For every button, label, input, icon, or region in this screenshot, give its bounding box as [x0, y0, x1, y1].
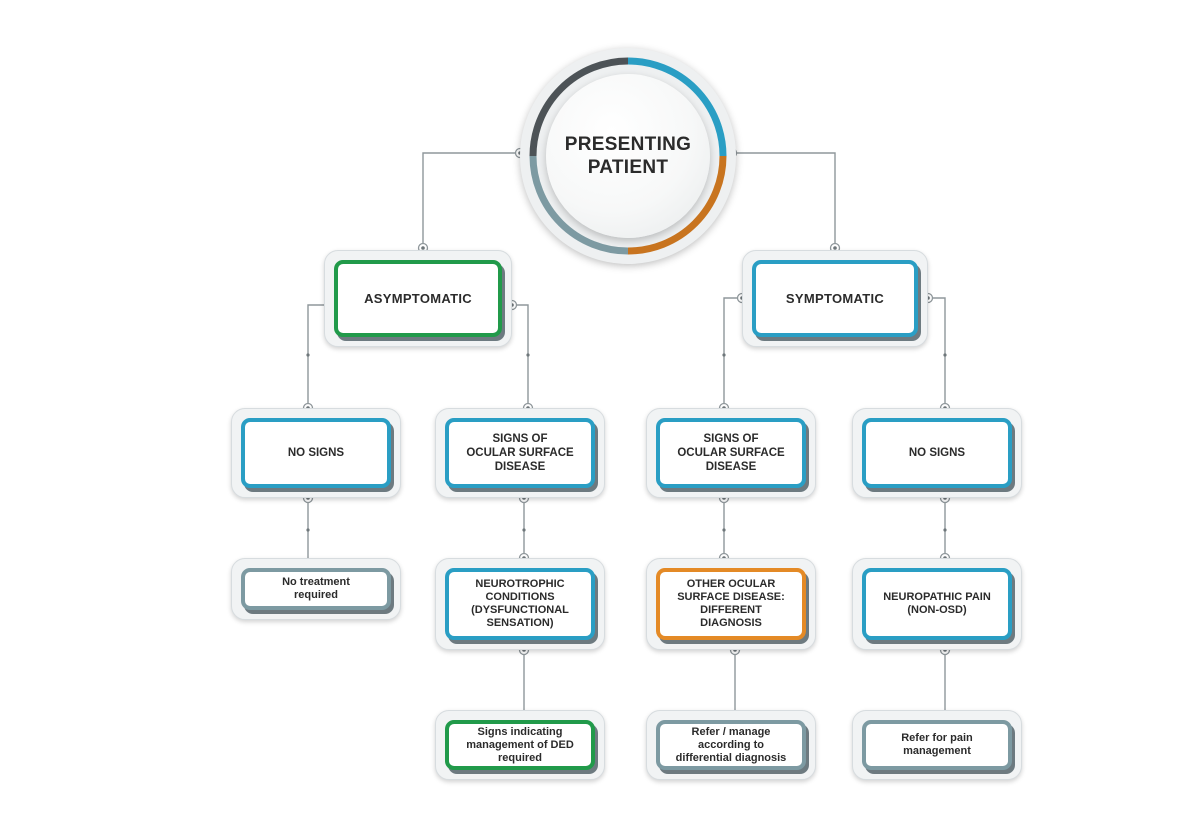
neurotrophic-conditions-label: NEUROTROPHIC CONDITIONS (DYSFUNCTIONAL S…: [471, 578, 569, 629]
asymptomatic-no-signs-label: NO SIGNS: [287, 447, 345, 459]
symptomatic-no-signs-node: NO SIGNS: [852, 408, 1022, 498]
other-osd-label: OTHER OCULAR SURFACE DISEASE: DIFFERENT …: [677, 578, 785, 629]
root-face: PRESENTING PATIENT: [546, 74, 710, 238]
connector-tick: [306, 353, 310, 357]
symptomatic-signs-osd-label: SIGNS OF OCULAR SURFACE DISEASE: [677, 433, 785, 473]
symptomatic-node: SYMPTOMATIC: [742, 250, 928, 347]
connector-tick: [722, 353, 726, 357]
connector-tick: [306, 528, 310, 532]
asymptomatic-signs-osd-node: SIGNS OF OCULAR SURFACE DISEASE: [435, 408, 605, 498]
root-label: PRESENTING PATIENT: [564, 134, 692, 178]
connector-tick: [526, 353, 530, 357]
asymptomatic-signs-osd-label: SIGNS OF OCULAR SURFACE DISEASE: [466, 433, 574, 473]
ded-management-label: Signs indicating management of DED requi…: [466, 725, 574, 764]
no-treatment-label: No treatment required: [282, 576, 350, 601]
refer-differential-label: Refer / manage according to differential…: [675, 725, 787, 764]
refer-pain-label: Refer for pain management: [901, 732, 973, 757]
connector-tick: [943, 353, 947, 357]
asymptomatic-no-signs-node: NO SIGNS: [231, 408, 401, 498]
root-ring: [529, 57, 727, 255]
symptomatic-label: SYMPTOMATIC: [785, 290, 885, 306]
asymptomatic-node: ASYMPTOMATIC: [324, 250, 512, 347]
no-treatment-node: No treatment required: [231, 558, 401, 620]
asymptomatic-label: ASYMPTOMATIC: [364, 290, 472, 306]
connector-tick: [943, 528, 947, 532]
other-osd-node: OTHER OCULAR SURFACE DISEASE: DIFFERENT …: [646, 558, 816, 650]
presenting-patient-node: PRESENTING PATIENT: [520, 48, 736, 264]
neurotrophic-conditions-node: NEUROTROPHIC CONDITIONS (DYSFUNCTIONAL S…: [435, 558, 605, 650]
connector-tick: [522, 528, 526, 532]
symptomatic-signs-osd-node: SIGNS OF OCULAR SURFACE DISEASE: [646, 408, 816, 498]
refer-pain-node: Refer for pain management: [852, 710, 1022, 780]
ring-segment-grey: [529, 155, 629, 255]
connector-tick: [722, 528, 726, 532]
ring-segment-blue: [627, 57, 727, 157]
neuropathic-pain-label: NEUROPATHIC PAIN (NON-OSD): [883, 591, 991, 616]
ring-segment-dark: [529, 57, 629, 157]
ded-management-node: Signs indicating management of DED requi…: [435, 710, 605, 780]
refer-differential-node: Refer / manage according to differential…: [646, 710, 816, 780]
connector-ticks: [306, 353, 947, 532]
neuropathic-pain-node: NEUROPATHIC PAIN (NON-OSD): [852, 558, 1022, 650]
symptomatic-no-signs-label: NO SIGNS: [908, 447, 966, 459]
ring-segment-orange: [627, 155, 727, 255]
